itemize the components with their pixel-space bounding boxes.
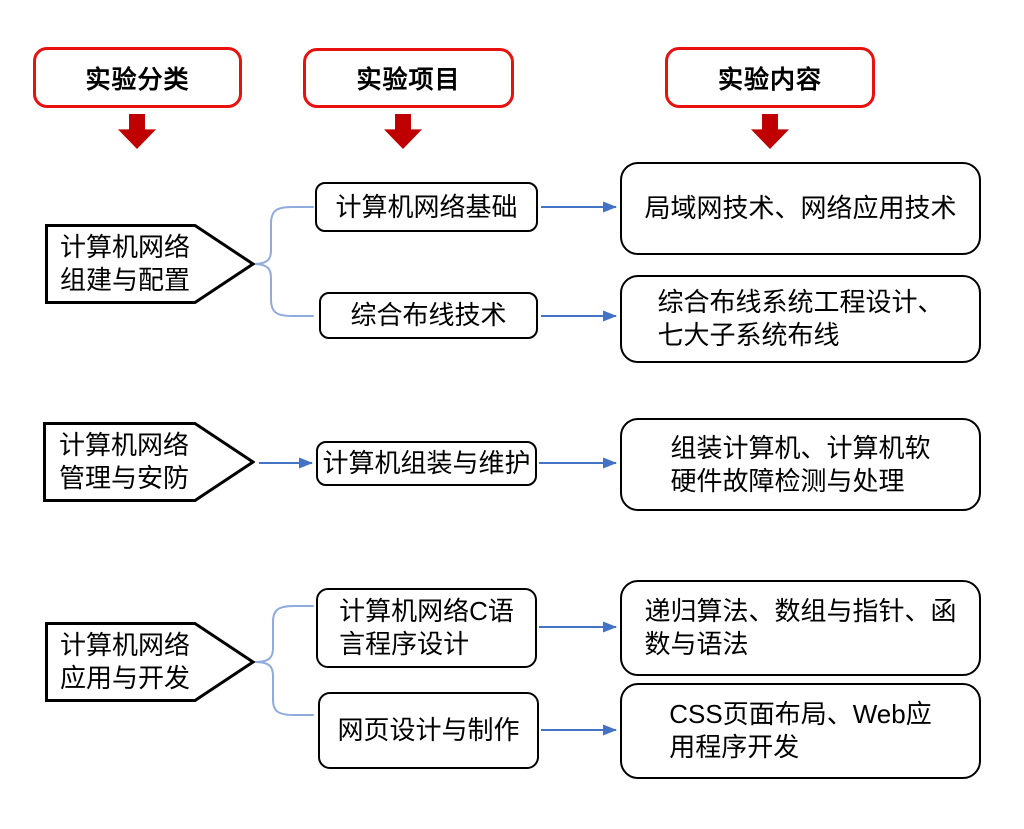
content-label: 递归算法、数组与指针、函 数与语法 <box>644 596 957 659</box>
project-label: 计算机网络C语 言程序设计 <box>339 596 514 659</box>
project-node-network-basics: 计算机网络基础 <box>315 182 538 232</box>
column-header-label: 实验项目 <box>356 66 461 94</box>
red-down-arrow-icon <box>118 114 156 149</box>
content-node-recursion-arrays: 递归算法、数组与指针、函 数与语法 <box>620 580 981 676</box>
category-label: 计算机网络 管理与安防 <box>58 430 189 493</box>
category-pentagon-network-development <box>45 622 255 702</box>
project-node-web-design: 网页设计与制作 <box>318 692 539 769</box>
red-down-arrow-icon <box>751 114 789 149</box>
content-label: CSS页面布局、Web应 用程序开发 <box>669 699 932 762</box>
project-label: 计算机组装与维护 <box>322 448 531 478</box>
project-node-c-programming: 计算机网络C语 言程序设计 <box>316 588 537 668</box>
category-pentagon-network-management <box>43 422 255 502</box>
column-header-experiment-project: 实验项目 <box>303 48 514 108</box>
content-label: 局域网技术、网络应用技术 <box>644 193 957 223</box>
project-label: 网页设计与制作 <box>337 715 520 745</box>
brace-connector <box>254 661 314 716</box>
column-header-experiment-content: 实验内容 <box>665 47 875 108</box>
content-node-css-web: CSS页面布局、Web应 用程序开发 <box>620 683 981 779</box>
column-header-label: 实验内容 <box>717 65 822 94</box>
project-node-cabling-tech: 综合布线技术 <box>319 292 538 339</box>
project-label: 计算机网络基础 <box>335 191 518 222</box>
project-node-pc-assembly: 计算机组装与维护 <box>316 441 537 486</box>
column-header-label: 实验分类 <box>85 65 190 94</box>
column-header-experiment-classification: 实验分类 <box>33 47 242 108</box>
category-label: 计算机网络 应用与开发 <box>59 630 190 693</box>
category-label: 计算机网络 组建与配置 <box>59 232 190 295</box>
red-down-arrow-icon <box>384 114 422 149</box>
content-label: 综合布线系统工程设计、 七大子系统布线 <box>657 287 944 350</box>
project-label: 综合布线技术 <box>350 300 507 330</box>
brace-connector <box>254 605 314 663</box>
content-node-pc-assembly-fault: 组装计算机、计算机软 硬件故障检测与处理 <box>620 418 981 511</box>
brace-connector <box>252 263 314 317</box>
brace-connector <box>252 206 314 265</box>
content-node-lan-tech: 局域网技术、网络应用技术 <box>620 162 981 255</box>
content-node-cabling-design: 综合布线系统工程设计、 七大子系统布线 <box>620 275 981 363</box>
content-label: 组装计算机、计算机软 硬件故障检测与处理 <box>670 432 931 496</box>
category-pentagon-network-setup <box>45 224 255 304</box>
